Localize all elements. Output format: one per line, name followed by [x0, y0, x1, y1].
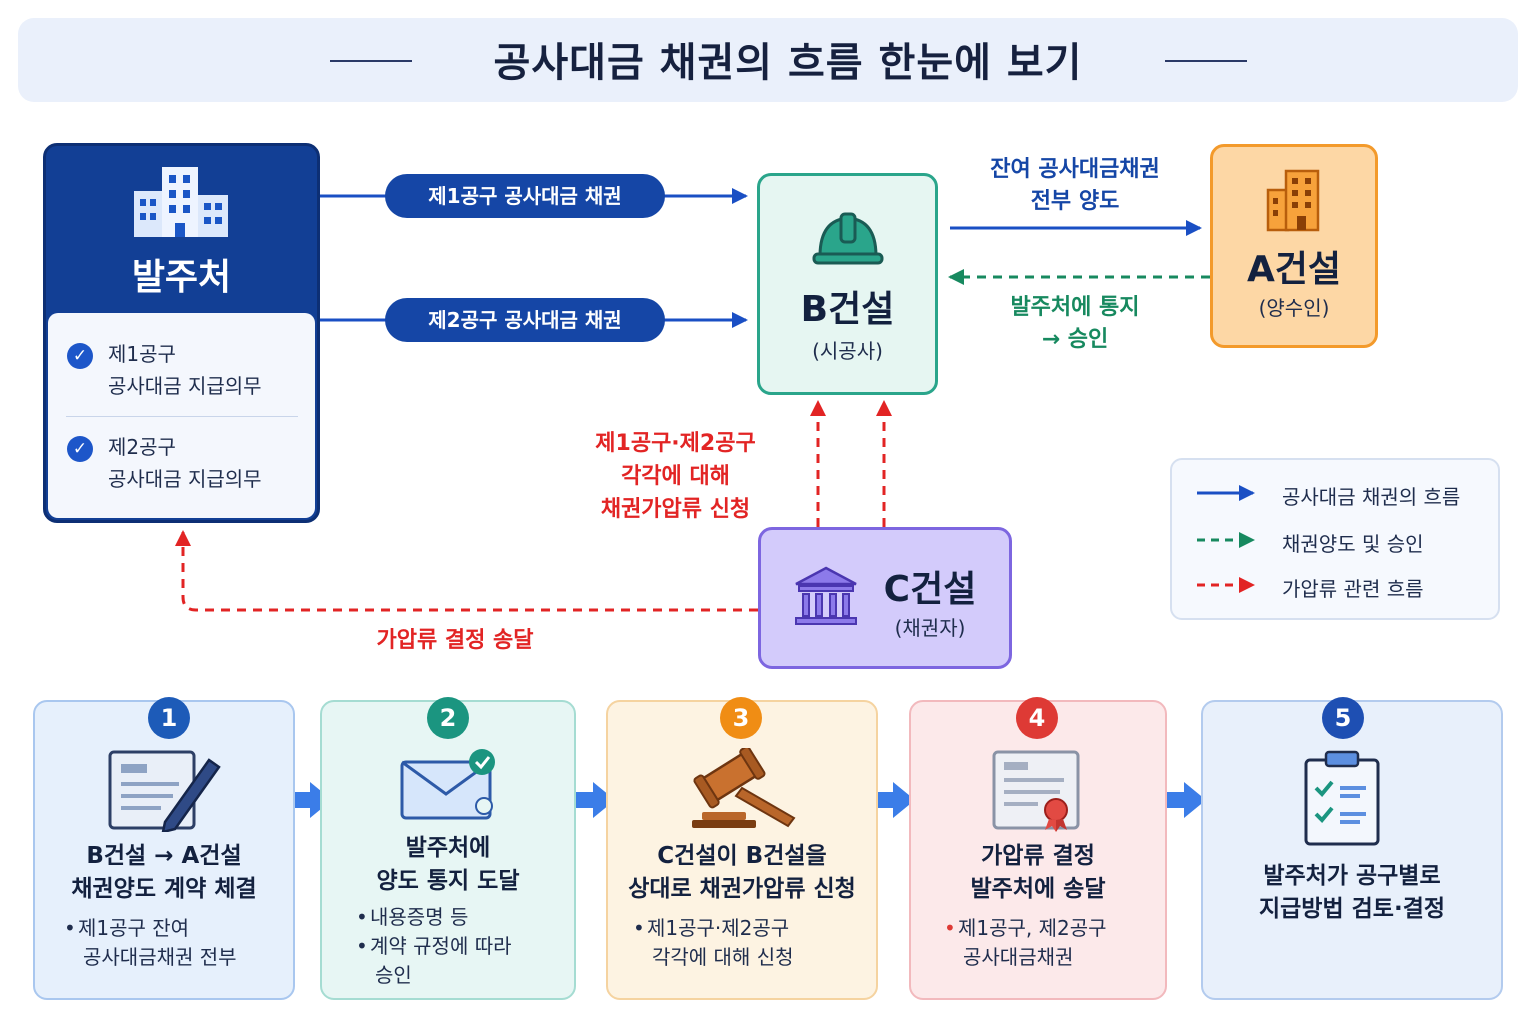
envelope-check-icon	[400, 749, 495, 820]
seizure-label: 제1공구·제2공구 각각에 대해 채권가압류 신청	[568, 427, 783, 526]
claim2-label: 제2공구 공사대금 채권	[385, 298, 665, 342]
step-title-1-line1: B건설 → A건설	[86, 843, 242, 869]
b-role: (시공사)	[812, 339, 883, 363]
seizure-label-line3: 채권가압류 신청	[600, 497, 751, 522]
step-bullet-4: •제1공구, 제2공구 공사대금채권	[944, 914, 1154, 972]
step-title-5-line2: 지급방법 검토·결정	[1258, 896, 1446, 922]
step-bullet-1-line1: 제1공구 잔여	[78, 916, 190, 940]
b-name: B건설	[800, 289, 895, 330]
step-title-3-line2: 상대로 채권가압류 신청	[628, 876, 856, 902]
office-building-icon	[134, 167, 228, 237]
duty-item-1: 제1공구 공사대금 지급의무	[108, 338, 262, 402]
decision-label: 가압류 결정 송달	[376, 628, 534, 653]
step-bullet-4-line2: 공사대금채권	[963, 945, 1074, 969]
duty-item-2-line1: 제2공구	[108, 435, 176, 459]
transfer-label-line1: 잔여 공사대금채권	[990, 157, 1160, 182]
step-title-3-line1: C건설이 B건설을	[657, 843, 827, 869]
a-name: A건설	[1246, 249, 1342, 290]
step-title-2-line1: 발주처에	[405, 835, 491, 861]
step-bullet-3-line2: 각각에 대해 신청	[652, 945, 794, 969]
bullet-dot: •	[64, 916, 76, 940]
step-bullet-4-line1: 제1공구, 제2공구	[958, 916, 1107, 940]
legend-swatches	[1197, 485, 1255, 593]
bullet-dot: •	[633, 916, 645, 940]
building-icon	[1266, 169, 1320, 232]
step-bullet-2b-line2: 승인	[375, 963, 412, 987]
step-title-5-line1: 발주처가 공구별로	[1263, 863, 1441, 889]
step-arrows	[283, 782, 1206, 818]
notice-label: 발주처에 통지 → 승인	[975, 292, 1175, 356]
step-card-1	[33, 700, 295, 1000]
step-title-4-line2: 발주처에 송달	[970, 876, 1106, 902]
seizure-label-line1: 제1공구·제2공구	[595, 431, 756, 456]
b-node	[757, 173, 938, 395]
bullet-dot: •	[356, 905, 368, 929]
transfer-label-line2: 전부 양도	[1030, 189, 1120, 214]
duty-divider	[66, 416, 298, 417]
bullet-dot: •	[356, 934, 368, 958]
step-bullet-2b-line1: 계약 규정에 따라	[370, 934, 512, 958]
step-bullet-3: •제1공구·제2공구 각각에 대해 신청	[633, 914, 863, 972]
step-number-4: 4	[1016, 697, 1058, 739]
title-banner	[18, 18, 1518, 102]
step-title-5: 발주처가 공구별로 지급방법 검토·결정	[1201, 860, 1503, 926]
certificate-seal-icon	[992, 750, 1080, 832]
step-arrow-2	[566, 782, 615, 818]
step-title-2: 발주처에 양도 통지 도달	[320, 832, 576, 898]
check-circle-icon: ✓	[67, 436, 93, 462]
check-circle-icon: ✓	[67, 343, 93, 369]
step-number-2: 2	[427, 697, 469, 739]
notice-label-line1: 발주처에 통지	[1010, 295, 1140, 320]
step-title-4: 가압류 결정 발주처에 송달	[909, 840, 1167, 906]
c-role: (채권자)	[894, 616, 966, 640]
title-rule-right	[1165, 60, 1247, 62]
step-number-3: 3	[720, 697, 762, 739]
duty-item-2-line2: 공사대금 지급의무	[108, 467, 262, 491]
step-card-5	[1201, 700, 1503, 1000]
step-bullet-2a: 내용증명 등	[370, 905, 469, 929]
title-rule-left	[330, 60, 412, 62]
c-name: C건설	[883, 569, 977, 610]
legend-label-1: 공사대금 채권의 흐름	[1282, 485, 1461, 509]
client-duty-panel	[48, 313, 315, 518]
step-bullet-3-line1: 제1공구·제2공구	[647, 916, 790, 940]
step-arrow-3	[866, 782, 915, 818]
step-bullet-2: •내용증명 등 •계약 규정에 따라 승인	[356, 903, 566, 990]
decision-arrow	[175, 530, 758, 612]
step-arrow-4	[1157, 782, 1206, 818]
step-title-1-line2: 채권양도 계약 체결	[71, 876, 257, 902]
step-number-1: 1	[148, 697, 190, 739]
step-bullet-1: •제1공구 잔여 공사대금채권 전부	[64, 914, 284, 972]
gavel-icon	[692, 748, 796, 828]
step-number-5: 5	[1322, 697, 1364, 739]
duty-item-1-line1: 제1공구	[108, 342, 176, 366]
step-card-4	[909, 700, 1167, 1000]
a-role: (양수인)	[1258, 296, 1330, 320]
notice-label-line2: → 승인	[1041, 327, 1109, 352]
legend-label-3: 가압류 관련 흐름	[1282, 577, 1424, 601]
checklist-clipboard-icon	[1304, 750, 1380, 846]
step-title-3: C건설이 B건설을 상대로 채권가압류 신청	[606, 840, 878, 906]
bank-building-icon	[795, 566, 857, 625]
client-name: 발주처	[131, 257, 232, 298]
claim1-label: 제1공구 공사대금 채권	[385, 174, 665, 218]
step-arrow-1	[283, 782, 332, 818]
page-title: 공사대금 채권의 흐름 한눈에 보기	[493, 40, 1083, 86]
transfer-label: 잔여 공사대금채권 전부 양도	[960, 154, 1190, 218]
duty-item-2: 제2공구 공사대금 지급의무	[108, 431, 262, 495]
legend-label-2: 채권양도 및 승인	[1282, 532, 1424, 556]
step-bullet-1-line2: 공사대금채권 전부	[83, 945, 237, 969]
seizure-label-line2: 각각에 대해	[621, 464, 730, 489]
step-title-1: B건설 → A건설 채권양도 계약 체결	[33, 840, 295, 906]
step-card-2	[320, 700, 576, 1000]
step-title-2-line2: 양도 통지 도달	[376, 868, 520, 894]
c-node	[758, 527, 1012, 669]
step-title-4-line1: 가압류 결정	[981, 843, 1095, 869]
contract-pen-icon	[108, 750, 221, 832]
bullet-dot: •	[944, 916, 956, 940]
hard-hat-icon	[812, 212, 884, 265]
duty-item-1-line2: 공사대금 지급의무	[108, 374, 262, 398]
